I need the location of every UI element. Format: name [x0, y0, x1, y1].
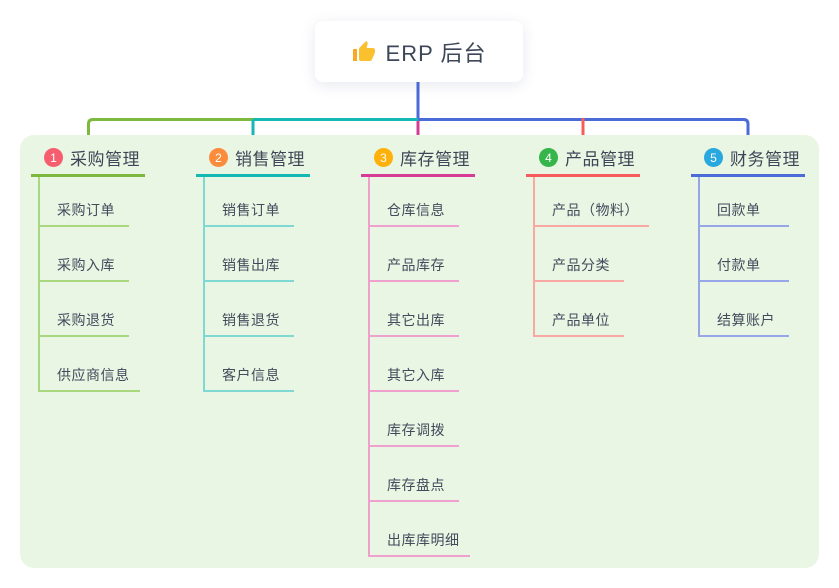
- branch-column: 2 销售管理销售订单销售出库销售退货客户信息: [196, 141, 310, 392]
- mindmap-item[interactable]: 供应商信息: [40, 337, 140, 392]
- branch-number-badge: 2: [209, 148, 228, 167]
- branch-title-label: 采购管理: [70, 150, 140, 169]
- branch-column: 4 产品管理产品（物料）产品分类产品单位: [526, 141, 649, 337]
- mindmap-item[interactable]: 其它入库: [370, 337, 459, 392]
- mindmap-item[interactable]: 客户信息: [205, 337, 294, 392]
- branch-title[interactable]: 5 财务管理: [691, 141, 805, 177]
- branch-item-list: 产品（物料）产品分类产品单位: [533, 177, 649, 337]
- mindmap-item[interactable]: 采购退货: [40, 282, 129, 337]
- branch-item-list: 采购订单采购入库采购退货供应商信息: [38, 177, 140, 392]
- root-title: ERP 后台: [385, 40, 487, 66]
- mindmap-panel: 1 采购管理采购订单采购入库采购退货供应商信息 2 销售管理销售订单销售出库销售退货客…: [20, 135, 819, 568]
- branch-number-badge: 1: [44, 148, 63, 167]
- mindmap-item[interactable]: 回款单: [700, 177, 789, 227]
- branch-item-list: 销售订单销售出库销售退货客户信息: [203, 177, 294, 392]
- mindmap-item[interactable]: 结算账户: [700, 282, 789, 337]
- mindmap-item[interactable]: 产品（物料）: [535, 177, 649, 227]
- mindmap-item[interactable]: 其它出库: [370, 282, 459, 337]
- branch-column: 1 采购管理采购订单采购入库采购退货供应商信息: [31, 141, 145, 392]
- branch-number-badge: 4: [539, 148, 558, 167]
- mindmap-item[interactable]: 出库库明细: [370, 502, 470, 557]
- mindmap-item[interactable]: 库存盘点: [370, 447, 459, 502]
- mindmap-item[interactable]: 销售订单: [205, 177, 294, 227]
- branch-title[interactable]: 3 库存管理: [361, 141, 475, 177]
- branch-title-label: 库存管理: [400, 150, 470, 169]
- branch-number-badge: 3: [374, 148, 393, 167]
- branch-title[interactable]: 4 产品管理: [526, 141, 640, 177]
- mindmap-item[interactable]: 采购入库: [40, 227, 129, 282]
- thumbs-up-icon: [352, 40, 375, 61]
- branch-column: 3 库存管理仓库信息产品库存其它出库其它入库库存调拨库存盘点出库库明细: [361, 141, 475, 557]
- branch-title-label: 销售管理: [235, 150, 305, 169]
- mindmap-item[interactable]: 采购订单: [40, 177, 129, 227]
- mindmap-item[interactable]: 产品库存: [370, 227, 459, 282]
- branch-number-badge: 5: [704, 148, 723, 167]
- root-node-erp[interactable]: ERP 后台: [315, 21, 523, 82]
- mindmap-item[interactable]: 销售出库: [205, 227, 294, 282]
- branch-column: 5 财务管理回款单付款单结算账户: [691, 141, 805, 337]
- branch-title-label: 财务管理: [730, 150, 800, 169]
- mindmap-item[interactable]: 付款单: [700, 227, 789, 282]
- branch-title[interactable]: 1 采购管理: [31, 141, 145, 177]
- mindmap-item[interactable]: 产品分类: [535, 227, 624, 282]
- mindmap-item[interactable]: 库存调拨: [370, 392, 459, 447]
- mindmap-item[interactable]: 仓库信息: [370, 177, 459, 227]
- branch-title-label: 产品管理: [565, 150, 635, 169]
- branch-item-list: 仓库信息产品库存其它出库其它入库库存调拨库存盘点出库库明细: [368, 177, 470, 557]
- branch-title[interactable]: 2 销售管理: [196, 141, 310, 177]
- branch-item-list: 回款单付款单结算账户: [698, 177, 789, 337]
- mindmap-item[interactable]: 产品单位: [535, 282, 624, 337]
- mindmap-item[interactable]: 销售退货: [205, 282, 294, 337]
